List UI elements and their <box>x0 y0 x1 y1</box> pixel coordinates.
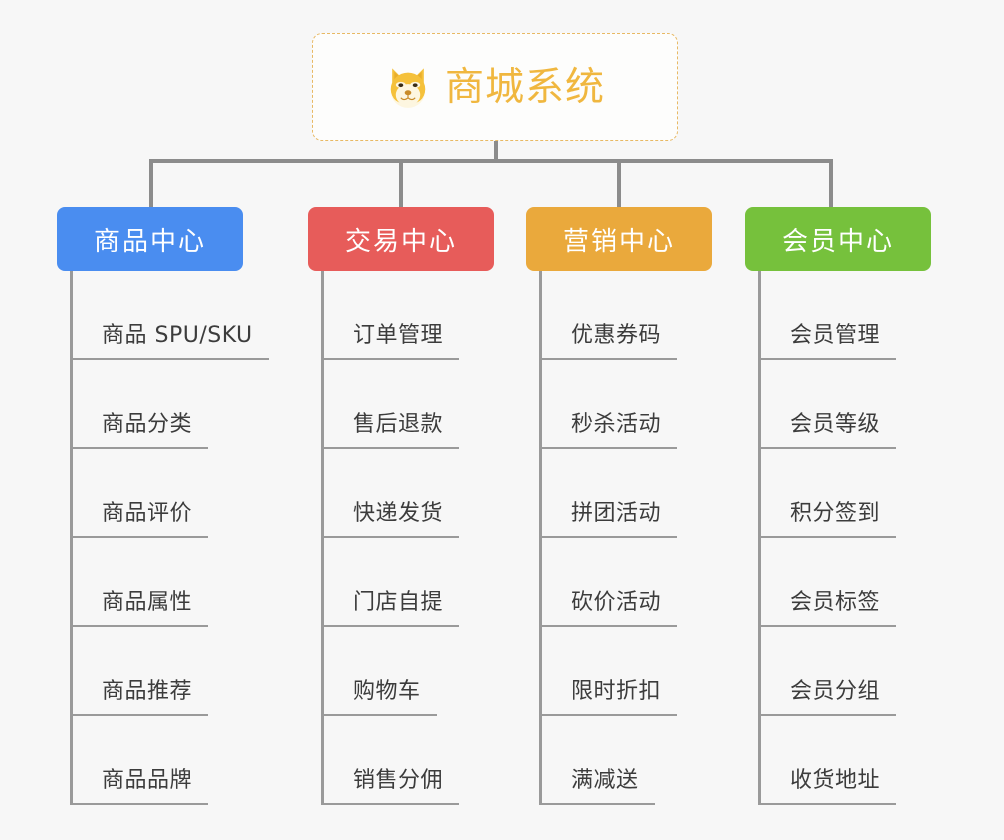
branch-column-trade: 交易中心 订单管理 售后退款 快递发货 门店自提 购物车 销售分佣 <box>308 207 494 805</box>
leaf-item[interactable]: 优惠券码 <box>526 271 712 360</box>
leaf-item[interactable]: 门店自提 <box>308 538 494 627</box>
leaf-label: 收货地址 <box>761 762 897 805</box>
leaf-item[interactable]: 售后退款 <box>308 360 494 449</box>
leaf-item[interactable]: 积分签到 <box>745 449 931 538</box>
leaf-item[interactable]: 砍价活动 <box>526 538 712 627</box>
leaf-label: 优惠券码 <box>542 317 678 360</box>
leaf-item[interactable]: 拼团活动 <box>526 449 712 538</box>
leaf-item[interactable]: 秒杀活动 <box>526 360 712 449</box>
branch-column-member: 会员中心 会员管理 会员等级 积分签到 会员标签 会员分组 收货地址 <box>745 207 931 805</box>
leaf-item[interactable]: 商品评价 <box>57 449 243 538</box>
leaf-stem <box>70 271 73 805</box>
leaf-item[interactable]: 满减送 <box>526 716 712 805</box>
leaf-stem <box>758 271 761 805</box>
connector-horizontal-bus <box>149 159 833 163</box>
connector-root-stem <box>494 141 498 163</box>
leaf-label: 砍价活动 <box>542 584 678 627</box>
leaf-label: 会员等级 <box>761 406 897 449</box>
leaf-label: 销售分佣 <box>324 762 460 805</box>
leaf-list-trade: 订单管理 售后退款 快递发货 门店自提 购物车 销售分佣 <box>308 271 494 805</box>
leaf-item[interactable]: 商品推荐 <box>57 627 243 716</box>
leaf-label: 订单管理 <box>324 317 460 360</box>
branch-header-trade[interactable]: 交易中心 <box>308 207 494 271</box>
root-node[interactable]: 商城系统 <box>312 33 678 141</box>
leaf-label: 积分签到 <box>761 495 897 538</box>
leaf-label: 会员管理 <box>761 317 897 360</box>
branch-header-label: 商品中心 <box>93 226 206 257</box>
leaf-label: 商品推荐 <box>73 673 209 716</box>
leaf-item[interactable]: 会员标签 <box>745 538 931 627</box>
leaf-label: 门店自提 <box>324 584 460 627</box>
leaf-item[interactable]: 销售分佣 <box>308 716 494 805</box>
leaf-item[interactable]: 订单管理 <box>308 271 494 360</box>
leaf-item[interactable]: 收货地址 <box>745 716 931 805</box>
leaf-label: 会员标签 <box>761 584 897 627</box>
leaf-label: 秒杀活动 <box>542 406 678 449</box>
connector-drop-3 <box>617 159 621 207</box>
branch-header-label: 交易中心 <box>344 226 457 257</box>
leaf-stem <box>539 271 542 805</box>
leaf-label: 购物车 <box>324 673 437 716</box>
leaf-item[interactable]: 会员管理 <box>745 271 931 360</box>
branch-header-member[interactable]: 会员中心 <box>745 207 931 271</box>
leaf-label: 商品属性 <box>73 584 209 627</box>
branch-header-product[interactable]: 商品中心 <box>57 207 243 271</box>
leaf-item[interactable]: 商品属性 <box>57 538 243 627</box>
branch-column-product: 商品中心 商品 SPU/SKU 商品分类 商品评价 商品属性 商品推荐 商品品牌 <box>57 207 269 805</box>
leaf-list-marketing: 优惠券码 秒杀活动 拼团活动 砍价活动 限时折扣 满减送 <box>526 271 712 805</box>
leaf-item[interactable]: 购物车 <box>308 627 494 716</box>
leaf-item[interactable]: 快递发货 <box>308 449 494 538</box>
leaf-item[interactable]: 商品 SPU/SKU <box>57 271 269 360</box>
connector-drop-4 <box>829 159 833 207</box>
branch-header-label: 营销中心 <box>562 226 675 257</box>
root-title: 商城系统 <box>444 64 605 110</box>
connector-drop-2 <box>399 159 403 207</box>
leaf-list-product: 商品 SPU/SKU 商品分类 商品评价 商品属性 商品推荐 商品品牌 <box>57 271 269 805</box>
dog-face-icon <box>385 64 431 110</box>
leaf-label: 商品分类 <box>73 406 209 449</box>
branch-header-label: 会员中心 <box>781 226 894 257</box>
leaf-label: 商品品牌 <box>73 762 209 805</box>
leaf-list-member: 会员管理 会员等级 积分签到 会员标签 会员分组 收货地址 <box>745 271 931 805</box>
leaf-item[interactable]: 会员分组 <box>745 627 931 716</box>
leaf-label: 售后退款 <box>324 406 460 449</box>
leaf-label: 商品评价 <box>73 495 209 538</box>
leaf-label: 快递发货 <box>324 495 460 538</box>
leaf-label: 限时折扣 <box>542 673 678 716</box>
leaf-item[interactable]: 会员等级 <box>745 360 931 449</box>
branch-header-marketing[interactable]: 营销中心 <box>526 207 712 271</box>
leaf-stem <box>321 271 324 805</box>
leaf-label: 拼团活动 <box>542 495 678 538</box>
branch-column-marketing: 营销中心 优惠券码 秒杀活动 拼团活动 砍价活动 限时折扣 满减送 <box>526 207 712 805</box>
leaf-label: 商品 SPU/SKU <box>73 317 269 360</box>
connector-drop-1 <box>149 159 153 207</box>
leaf-label: 满减送 <box>542 762 655 805</box>
leaf-item[interactable]: 商品分类 <box>57 360 243 449</box>
leaf-label: 会员分组 <box>761 673 897 716</box>
leaf-item[interactable]: 限时折扣 <box>526 627 712 716</box>
leaf-item[interactable]: 商品品牌 <box>57 716 243 805</box>
